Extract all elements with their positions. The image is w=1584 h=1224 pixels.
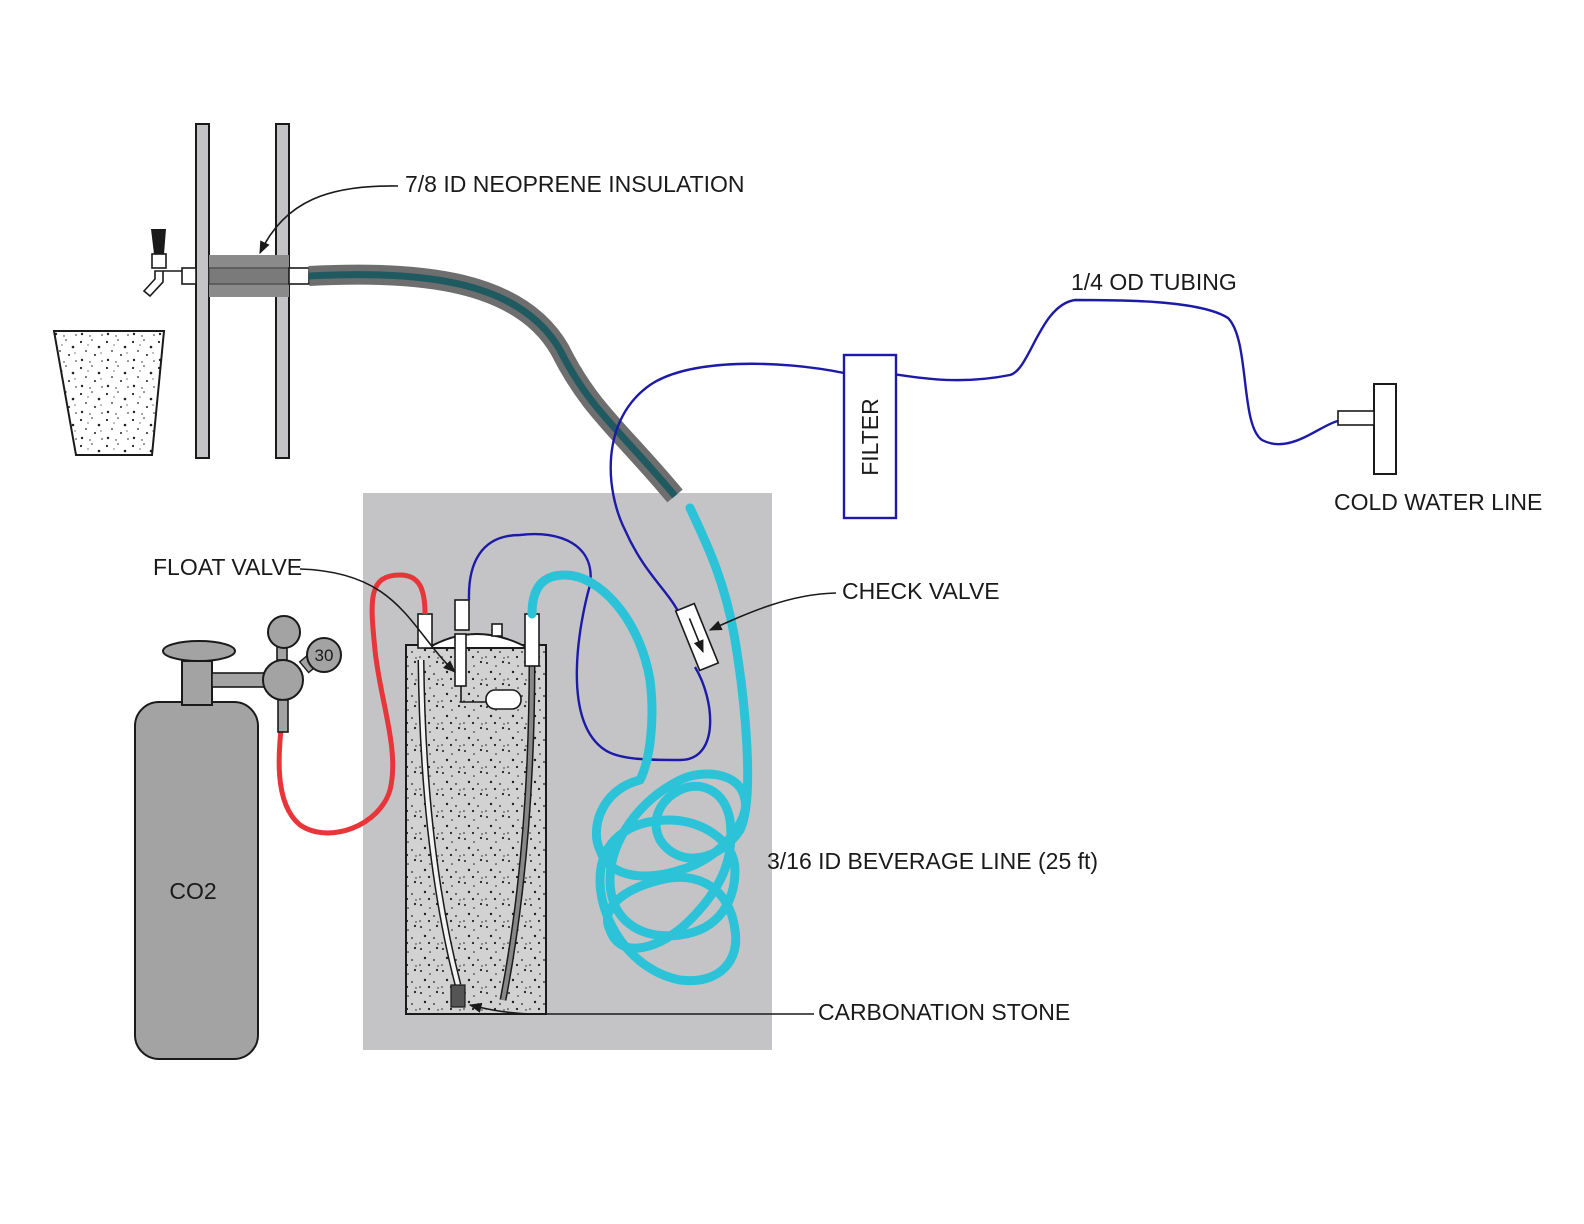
beverage-line-label: 3/16 ID BEVERAGE LINE (25 ft) <box>767 848 1098 874</box>
float-valve-label: FLOAT VALVE <box>153 554 302 580</box>
float-valve-leader <box>299 568 456 673</box>
carbonator-tank <box>405 599 547 1015</box>
check-valve-leader <box>708 592 837 631</box>
check-valve-label: CHECK VALVE <box>842 578 1000 604</box>
water-tubing <box>467 298 1339 762</box>
insulation-label: 7/8 ID NEOPRENE INSULATION <box>405 171 745 197</box>
filter: FILTER <box>842 353 898 520</box>
insulated-hose <box>308 264 683 503</box>
neoprene-insulation <box>208 255 290 297</box>
tubing-label: 1/4 OD TUBING <box>1071 269 1237 295</box>
filter-label: FILTER <box>857 398 883 476</box>
cold-water-line <box>1337 383 1397 475</box>
carbonation-stone-label: CARBONATION STONE <box>818 999 1070 1025</box>
check-valve <box>674 602 720 672</box>
co2-cylinder: CO2 <box>134 640 259 1060</box>
beverage-line <box>527 503 753 986</box>
gauge-reading: 30 <box>315 646 334 665</box>
co2-label: CO2 <box>169 878 216 904</box>
insulation-leader <box>259 185 399 255</box>
co2-line <box>276 572 428 836</box>
co2-regulator: 30 <box>211 615 342 733</box>
cold-water-line-label: COLD WATER LINE <box>1334 489 1542 515</box>
float-valve <box>454 633 522 710</box>
carbonation-stone <box>450 984 466 1008</box>
cup <box>52 330 166 456</box>
carbonation-stone-leader <box>468 1002 814 1015</box>
pressure-gauge <box>306 637 342 673</box>
